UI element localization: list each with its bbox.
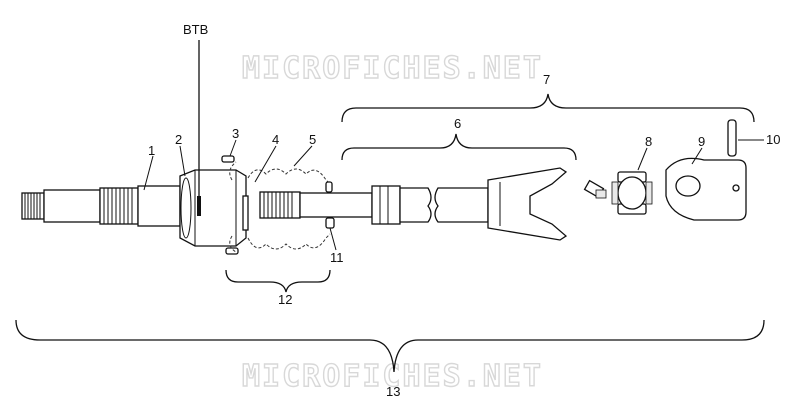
label-8: 8 xyxy=(645,134,652,149)
leader-3 xyxy=(229,139,237,157)
label-1: 1 xyxy=(148,143,155,158)
label-2: 2 xyxy=(175,132,182,147)
leader-2 xyxy=(179,145,186,177)
label-12: 12 xyxy=(278,292,292,307)
cv-joint-housing xyxy=(179,169,247,247)
label-10: 10 xyxy=(766,132,780,147)
label-6: 6 xyxy=(454,116,461,131)
label-5: 5 xyxy=(309,132,316,147)
leader-4 xyxy=(254,145,277,183)
clamp-bottom xyxy=(225,247,239,255)
small-clamp-11 xyxy=(325,217,335,229)
leader-9 xyxy=(691,147,703,165)
label-9: 9 xyxy=(698,134,705,149)
brace-6 xyxy=(341,133,577,161)
leader-1 xyxy=(143,155,154,191)
watermark-bottom: MICROFICHES.NET xyxy=(242,359,543,394)
boot-lower xyxy=(247,233,331,250)
boot-upper xyxy=(247,168,331,185)
roll-pin xyxy=(727,119,737,157)
leader-5 xyxy=(293,145,313,167)
inner-shaft xyxy=(259,185,401,225)
brace-7 xyxy=(341,93,755,123)
label-btb: BTB xyxy=(183,22,208,37)
leader-8 xyxy=(637,147,648,171)
label-13: 13 xyxy=(386,384,400,399)
brace-13 xyxy=(15,319,765,373)
leader-11 xyxy=(329,227,337,251)
label-11: 11 xyxy=(330,250,344,265)
end-yoke xyxy=(665,157,747,221)
cross-bearing xyxy=(611,171,653,215)
clamp-top xyxy=(221,155,235,163)
label-7: 7 xyxy=(543,72,550,87)
grease-fitting xyxy=(583,179,607,199)
brace-12 xyxy=(225,269,331,293)
btb-mark xyxy=(197,196,201,216)
retaining-ring xyxy=(242,195,249,231)
outer-cv-stub-shaft xyxy=(21,185,181,227)
prop-shaft-tube xyxy=(399,167,568,241)
label-3: 3 xyxy=(232,126,239,141)
small-clamp-top xyxy=(325,181,333,193)
watermark-top: MICROFICHES.NET xyxy=(242,51,543,86)
label-4: 4 xyxy=(272,132,279,147)
